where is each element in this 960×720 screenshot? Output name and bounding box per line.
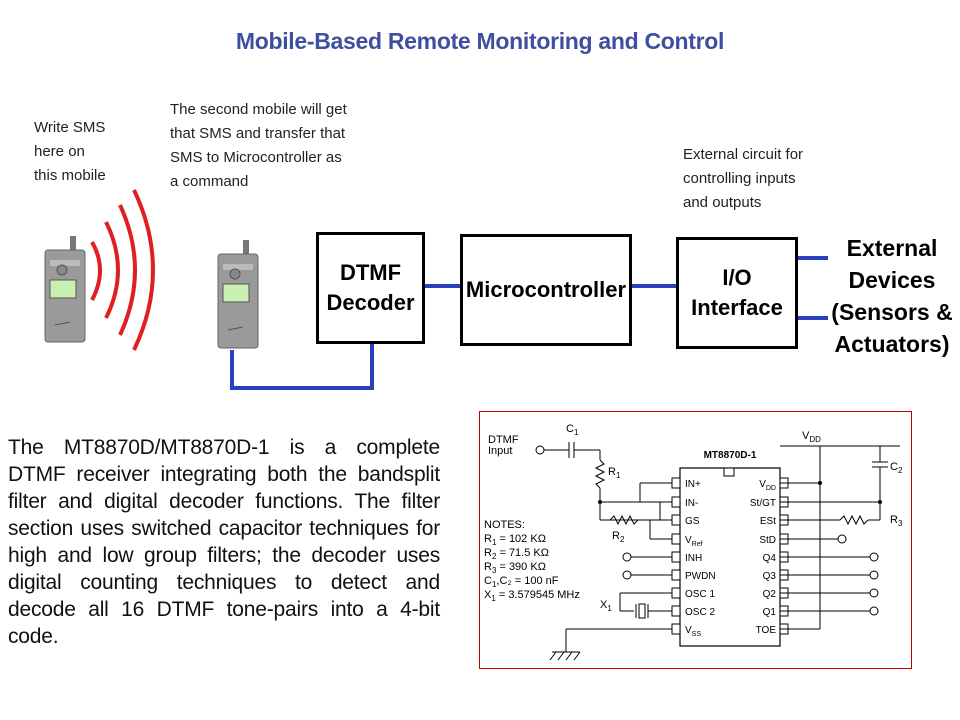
block-diagram — [44, 189, 828, 390]
left-pin-box — [671, 623, 681, 635]
left-pin-box — [671, 605, 681, 617]
c2-label: C2 — [890, 461, 903, 475]
right-pin-label: St/GT — [750, 498, 776, 509]
chip-name: MT8870D-1 — [704, 450, 757, 461]
signal-waves-icon — [90, 189, 155, 351]
chip-notch — [723, 467, 735, 477]
note-line: R2 = 71.5 KΩ — [484, 547, 549, 561]
left-pin-box — [671, 569, 681, 581]
io-interface-block: I/O Interface — [676, 237, 798, 349]
note-line: R1 = 102 KΩ — [484, 533, 546, 547]
r2-label: R2 — [612, 530, 625, 544]
write-sms-note: Write SMS here on this mobile — [34, 119, 106, 184]
phone-2-icon — [217, 240, 259, 349]
second-mobile-note: The second mobile will get that SMS and … — [170, 101, 347, 190]
right-pin-label: Q1 — [763, 607, 777, 618]
left-pin-box — [671, 496, 681, 508]
c1-label: C1 — [566, 423, 579, 437]
note-line: R3 = 390 KΩ — [484, 561, 546, 575]
right-pin-label: ESt — [760, 516, 776, 527]
left-pin-label: VSS — [685, 625, 701, 638]
schematic-wires — [535, 442, 900, 661]
left-pin-label: INH — [685, 553, 702, 564]
connection-lines — [230, 256, 828, 390]
note-line: C1,C₂ = 100 nF — [484, 575, 559, 589]
vdd-rail-label: VDD — [802, 430, 821, 444]
x1-label: X1 — [600, 599, 612, 613]
dtmf-decoder-block: DTMF Decoder — [316, 232, 425, 344]
microcontroller-block: Microcontroller — [460, 234, 632, 346]
external-devices-label: External Devices (Sensors & Actuators) — [831, 235, 953, 357]
left-pin-box — [671, 514, 681, 526]
left-pin-label: PWDN — [685, 571, 716, 582]
left-pin-label: VRef — [685, 535, 703, 548]
note-line: X1 = 3.579545 MHz — [484, 589, 580, 603]
chip-description: The MT8870D/MT8870D-1 is a complete DTMF… — [8, 436, 440, 648]
right-pin-label: StD — [759, 535, 776, 546]
r3-label: R3 — [890, 514, 903, 528]
left-pin-box — [671, 477, 681, 489]
left-pin-box — [671, 533, 681, 545]
right-pin-label: VDD — [759, 479, 776, 492]
left-pin-label: OSC 2 — [685, 607, 715, 618]
page-title: Mobile-Based Remote Monitoring and Contr… — [235, 28, 725, 54]
left-pin-label: GS — [685, 516, 700, 527]
right-pin-label: TOE — [756, 625, 777, 636]
r1-label: R1 — [608, 466, 621, 480]
left-pin-label: IN- — [685, 498, 698, 509]
external-circuit-note: External circuit for controlling inputs … — [683, 146, 804, 211]
left-pin-box — [671, 551, 681, 563]
left-pin-label: OSC 1 — [685, 589, 715, 600]
right-pin-label: Q3 — [763, 571, 777, 582]
left-pin-box — [671, 587, 681, 599]
left-pin-label: IN+ — [685, 479, 701, 490]
notes-title: NOTES: — [484, 519, 525, 531]
right-pin-label: Q4 — [763, 553, 777, 564]
right-pin-label: Q2 — [763, 589, 777, 600]
phone-1-icon — [44, 236, 86, 343]
